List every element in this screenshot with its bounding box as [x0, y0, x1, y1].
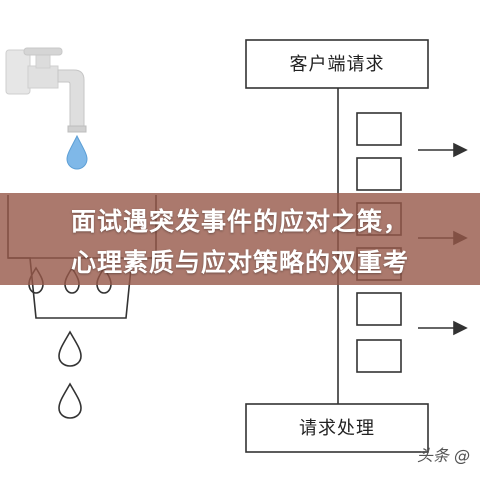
- queue-slot: [356, 112, 402, 146]
- water-drop-icon: [66, 134, 88, 170]
- queue-slot: [356, 292, 402, 326]
- title-line-2: 心理素质与应对策略的双重考: [70, 248, 409, 277]
- watermark: 头条 @: [416, 446, 470, 465]
- falling-drops: [58, 330, 82, 419]
- request-process-box: [245, 403, 429, 453]
- arrow-right-icon: [418, 142, 468, 158]
- title-banner: [0, 193, 480, 285]
- title-line-1: 面试遇突发事件的应对之策，: [70, 207, 409, 236]
- client-request-label: 客户端请求: [289, 54, 385, 75]
- request-process-label: 请求处理: [299, 418, 375, 439]
- faucet-icon: [5, 47, 87, 133]
- client-request-box: [245, 39, 429, 89]
- arrow-right-icon: [418, 320, 468, 336]
- queue-slot: [356, 157, 402, 191]
- queue-slot: [356, 339, 402, 373]
